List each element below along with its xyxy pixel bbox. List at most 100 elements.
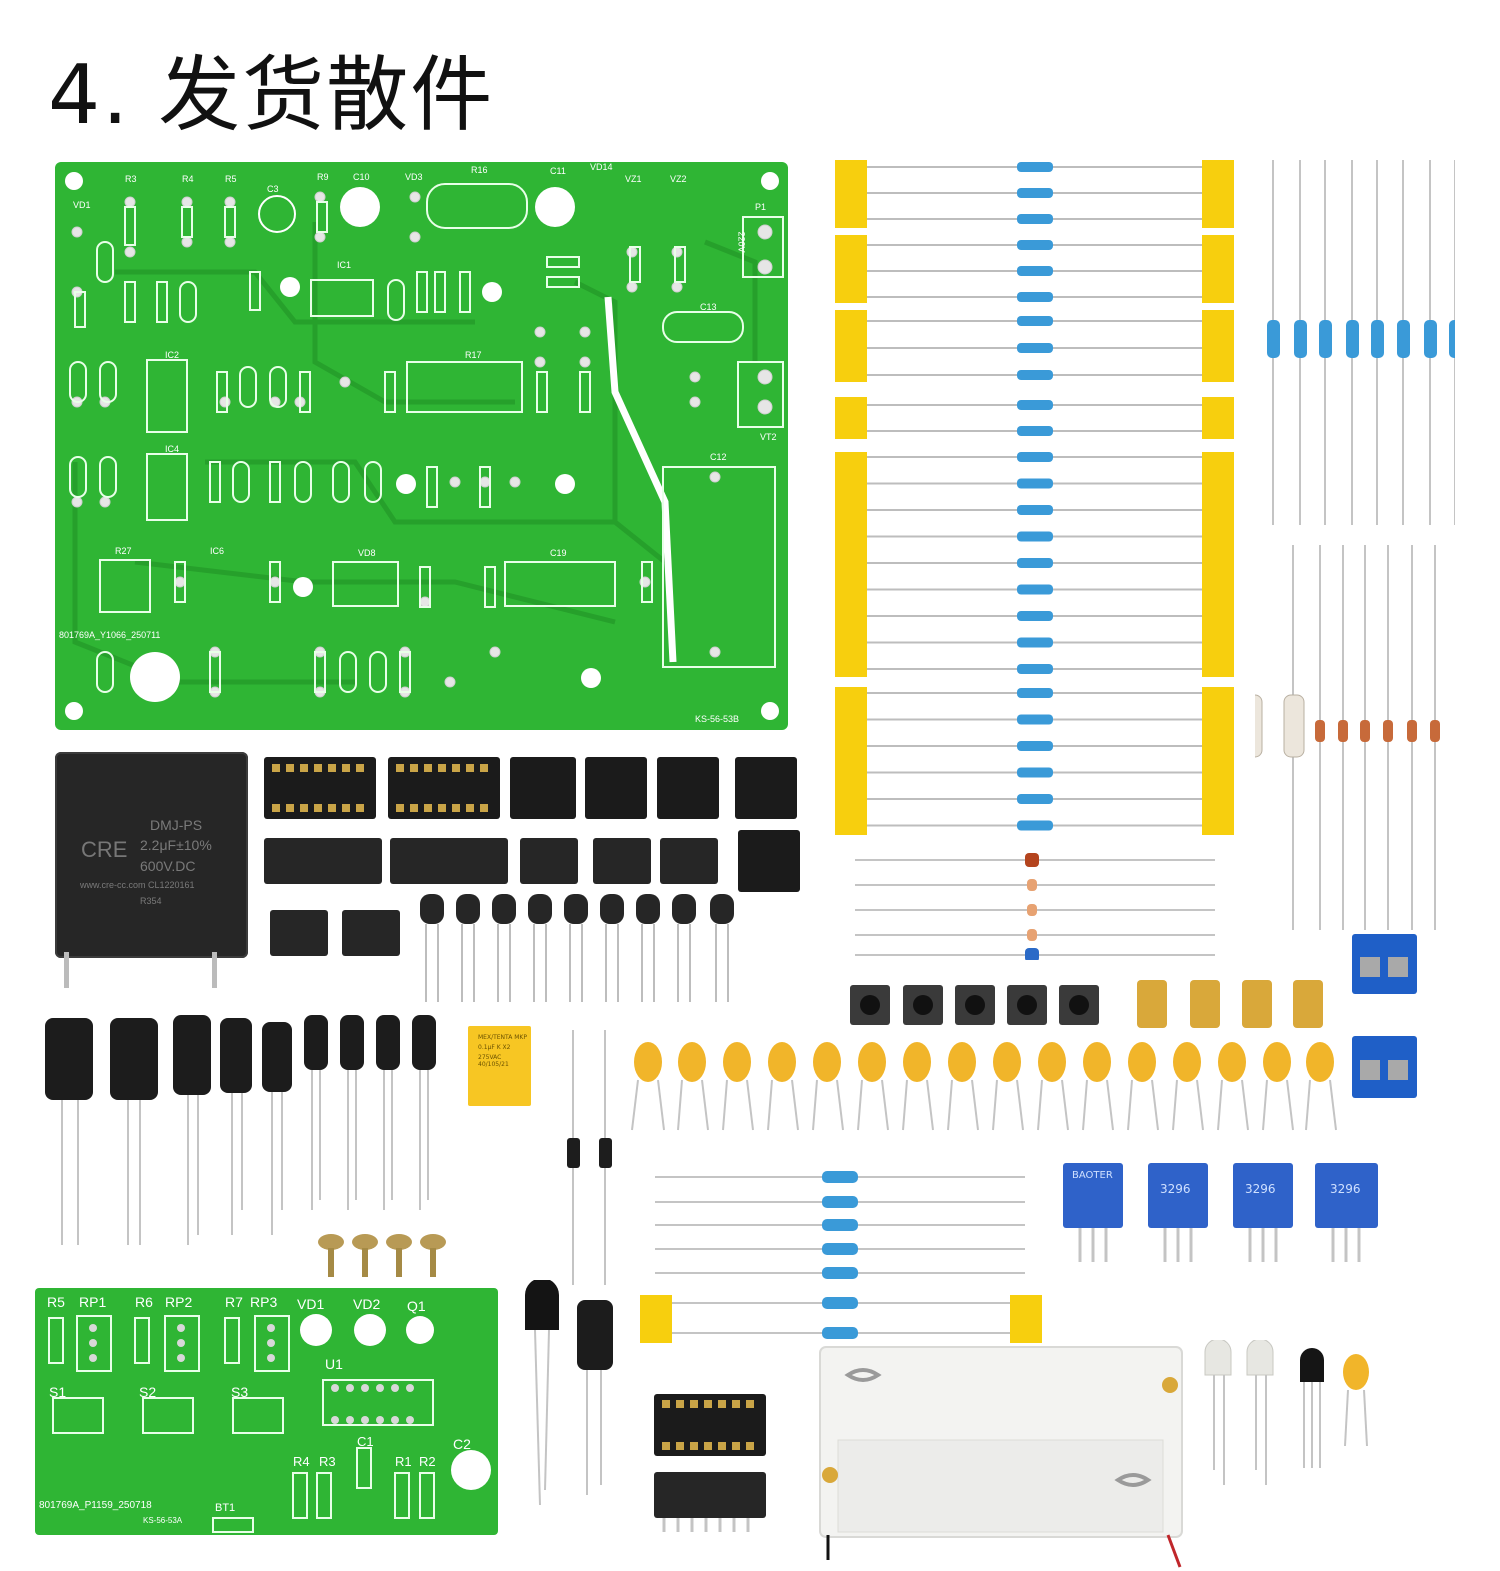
resistor-body	[1017, 767, 1053, 778]
board-label: VZ2	[670, 174, 687, 184]
small-board-label: R6	[135, 1294, 153, 1310]
main-pcb: VD1 R3 R4 R5 C3 R9 C10 VD3 R16 C11 VD14 …	[55, 162, 788, 730]
resistor-body	[1017, 240, 1053, 250]
resistor-body	[1017, 611, 1053, 621]
resistor-body	[1017, 505, 1053, 515]
resistor-body	[1017, 688, 1053, 698]
board-label: VZ1	[625, 174, 642, 184]
ics-and-sockets	[264, 757, 800, 1002]
resistor-body	[1017, 452, 1053, 462]
board-label: C3	[267, 184, 279, 194]
board-label: C19	[550, 548, 567, 558]
resistor-body	[1017, 741, 1053, 751]
board-label: C13	[700, 302, 717, 312]
screws	[318, 1234, 446, 1277]
board-label: R16	[471, 165, 488, 175]
small-board-label: Q1	[407, 1298, 426, 1314]
small-board-label: VD2	[353, 1296, 381, 1312]
x2-capacitor: MEX/TENTA MKP 0.1μF K X2 275VAC 40/105/2…	[468, 1026, 531, 1106]
power-label: 220V	[736, 231, 747, 253]
resistor-body	[1017, 820, 1053, 831]
small-board-label: R4	[293, 1454, 310, 1469]
resistor-body	[1017, 426, 1053, 436]
resistor-body	[1017, 292, 1053, 302]
buttons-standoffs	[850, 980, 1323, 1028]
mount-hole	[761, 172, 779, 190]
resistor-body	[1017, 637, 1053, 648]
board-label: VT2	[760, 432, 777, 442]
small-board-label: BT1	[215, 1502, 236, 1514]
board-label: R27	[115, 546, 132, 556]
ceramic-capacitors	[631, 1042, 1337, 1131]
board-model: KS-56-53B	[695, 714, 740, 724]
board-label: R9	[317, 172, 329, 182]
board-serial: 801769A_Y1066_250711	[59, 630, 161, 640]
small-board-label: VD1	[297, 1296, 325, 1312]
board-label: IC6	[210, 546, 225, 556]
board-label: C11	[550, 166, 566, 176]
board-label: R3	[125, 174, 137, 184]
socket-and-ic-bottom	[654, 1394, 766, 1532]
vertical-resistors	[1255, 160, 1455, 930]
leds-and-misc	[1204, 1340, 1369, 1485]
board-label: IC2	[165, 350, 180, 360]
small-board-serial: 801769A_P1159_250718	[39, 1500, 152, 1511]
ir-and-cap	[525, 1280, 613, 1506]
board-label: C10	[353, 172, 370, 182]
board-label: P1	[755, 202, 767, 212]
capacitor-text: 600V.DC	[140, 858, 196, 874]
electrolytic-capacitors	[45, 1015, 436, 1245]
resistor-body	[1017, 400, 1053, 410]
board-label: IC4	[165, 444, 180, 454]
resistor-body	[1017, 714, 1053, 725]
small-board-label: C2	[453, 1436, 471, 1452]
battery-holder	[819, 1346, 1183, 1568]
board-label: R17	[465, 350, 482, 360]
small-board-label: R7	[225, 1294, 243, 1310]
x2-cap-text: 0.1μF K X2	[478, 1044, 511, 1051]
small-board-label: RP2	[165, 1294, 193, 1310]
mount-hole	[65, 172, 83, 190]
board-label: R4	[182, 174, 194, 184]
power-diodes	[567, 1030, 612, 1285]
board-label: VD1	[73, 200, 91, 210]
small-pcb: R5 RP1 R6 RP2 R7 RP3 VD1 VD2 Q1 U1 S1 S2…	[35, 1288, 498, 1535]
resistor-body	[1017, 531, 1053, 542]
trimmer-label: 3296	[1160, 1182, 1191, 1196]
resistor-body	[1017, 794, 1053, 804]
capacitor-text: www.cre-cc.com CL1220161	[80, 880, 195, 890]
board-label: VD3	[405, 172, 423, 182]
film-capacitor: CRE DMJ-PS 2.2μF±10% 600V.DC www.cre-cc.…	[55, 752, 248, 958]
lower-resistor-strip	[640, 1171, 1042, 1343]
board-label: IC1	[337, 260, 352, 270]
mount-hole	[761, 702, 779, 720]
resistor-body	[1017, 316, 1053, 326]
trimmer-label: 3296	[1330, 1182, 1361, 1196]
small-board-label: R1	[395, 1454, 412, 1469]
trimmer-label: BAOTER	[1072, 1170, 1113, 1181]
resistor-body	[1017, 370, 1053, 380]
resistor-body	[1017, 478, 1053, 489]
trimmer-label: 3296	[1245, 1182, 1276, 1196]
trimmer-potentiometers	[1063, 1163, 1378, 1262]
small-board-label: R2	[419, 1454, 436, 1469]
board-label: C12	[710, 452, 727, 462]
small-board-label: RP1	[79, 1294, 107, 1310]
capacitor-text: 2.2μF±10%	[140, 837, 212, 853]
small-board-label: S2	[139, 1384, 157, 1400]
board-label: VD14	[590, 162, 613, 172]
resistor-tape	[835, 160, 1234, 835]
small-board-label: R3	[319, 1454, 336, 1469]
x2-cap-text: MEX/TENTA MKP	[478, 1034, 527, 1041]
small-board-label: U1	[325, 1356, 343, 1372]
resistor-body	[1017, 664, 1053, 674]
small-board-label: S3	[231, 1384, 249, 1400]
board-label: R5	[225, 174, 237, 184]
board-label: VD8	[358, 548, 376, 558]
resistor-body	[1017, 188, 1053, 198]
capacitor-brand: CRE	[81, 837, 128, 862]
small-pcb-silk	[48, 1314, 491, 1533]
small-board-model: KS-56-53A	[143, 1516, 183, 1525]
terminal-blocks	[1352, 934, 1417, 1098]
capacitor-lead	[64, 952, 69, 988]
